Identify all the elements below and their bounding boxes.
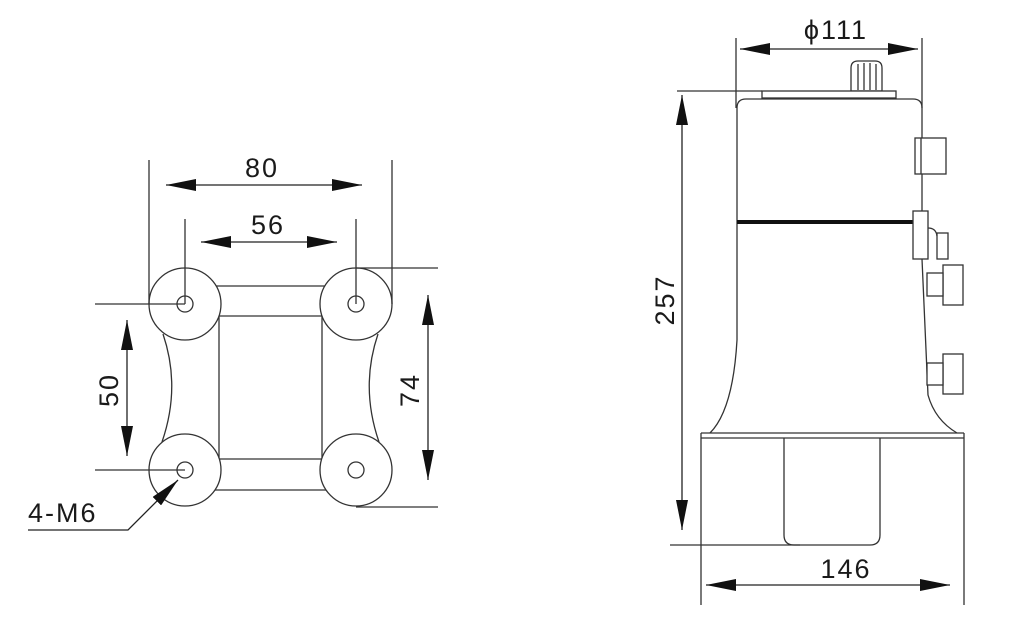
dim-label-56: 56 [251, 210, 285, 240]
side-bracket [912, 210, 949, 260]
hole-leader-line [28, 479, 179, 531]
plate-left-edge [161, 333, 173, 443]
boss-bottom-right [319, 433, 393, 507]
base-cup [783, 438, 881, 546]
horn-body [709, 98, 958, 434]
mount-plate-view: 80 56 50 74 4-M6 [28, 153, 438, 531]
knob [850, 60, 883, 92]
dim-label-50: 50 [94, 373, 124, 407]
dim-label-height: 257 [650, 274, 680, 325]
top-plate [761, 90, 897, 99]
side-view: ϕ111 257 146 [650, 15, 965, 605]
dim-label-diameter: ϕ111 [804, 15, 868, 45]
side-box-lower [926, 353, 964, 395]
dim-label-base-width: 146 [820, 554, 871, 584]
dim-label-74: 74 [395, 373, 425, 407]
side-switch [914, 137, 947, 175]
hole-note-label: 4-M6 [28, 498, 98, 528]
side-box-upper [926, 264, 964, 306]
plate-right-edge [368, 333, 380, 443]
dim-label-80: 80 [245, 153, 279, 183]
